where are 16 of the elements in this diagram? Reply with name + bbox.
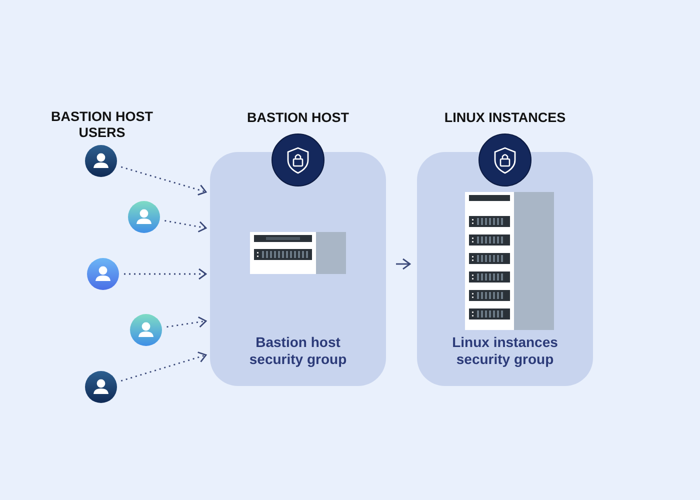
arrow	[164, 220, 207, 232]
column-heading: BASTION HOST USERS	[50, 109, 154, 141]
user-avatar-icon	[130, 314, 162, 346]
arrow	[396, 258, 411, 270]
group-label: Bastion host security group	[248, 334, 348, 368]
arrow	[120, 166, 207, 196]
arrow	[120, 352, 207, 382]
group-label: Linux instances security group	[451, 334, 559, 368]
arrow	[124, 268, 207, 280]
user-avatar-icon	[85, 371, 117, 403]
user-avatar-icon	[87, 258, 119, 290]
arrow	[166, 316, 207, 328]
user-avatar-icon	[85, 145, 117, 177]
column-heading: BASTION HOST	[246, 110, 350, 125]
column-heading: LINUX INSTANCES	[443, 110, 567, 125]
user-avatar-icon	[128, 201, 160, 233]
